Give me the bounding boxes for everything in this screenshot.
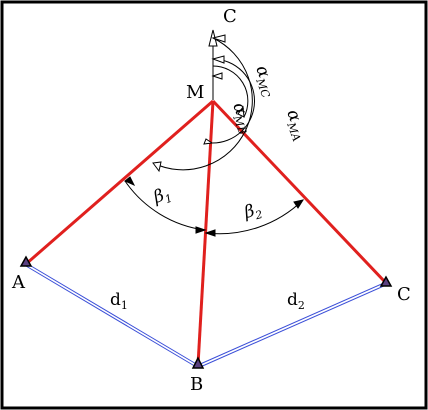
arc-alpha-mc-arrow-icon — [237, 105, 245, 118]
angle-beta2-label: β2 — [241, 199, 264, 225]
arc-alpha-ma-arrow-icon — [152, 161, 162, 173]
base-line-bc — [197, 281, 387, 369]
point-a-label: A — [11, 272, 26, 293]
arc-alpha-mb — [211, 58, 255, 144]
arc-alpha-mc — [212, 65, 249, 118]
arc-start-arrow-2-icon — [211, 55, 225, 64]
distance-d1-label: d1 — [110, 290, 128, 312]
arc-beta2-end-arrow-icon — [293, 199, 305, 209]
arc-alpha-ma — [152, 37, 253, 171]
angle-beta1-label: β1 — [150, 183, 174, 210]
station-label: M — [186, 82, 204, 103]
point-c-marker-icon — [379, 275, 393, 287]
distance-d2-label: d2 — [287, 290, 305, 312]
arc-beta1 — [124, 180, 206, 231]
arc-beta2-start-arrow-icon — [204, 229, 216, 237]
point-c-label: C — [397, 284, 411, 305]
sight-line-ma — [25, 99, 214, 266]
point-b-label: B — [190, 374, 203, 395]
azimuth-alpha-mb-label: αMB — [226, 100, 257, 137]
point-a-marker-icon — [19, 255, 33, 267]
arc-beta2 — [205, 199, 304, 235]
arc-alpha-mb-arrow-icon — [203, 138, 214, 145]
azimuth-alpha-ma-label: αMA — [280, 107, 311, 143]
arc-start-arrow-1-icon — [211, 34, 226, 43]
arc-beta1-start-arrow-icon — [124, 176, 136, 187]
arc-start-arrow-3-icon — [211, 72, 223, 80]
point-b-marker-icon — [191, 356, 205, 369]
arc-beta1-end-arrow-icon — [195, 226, 207, 234]
north-label: C — [223, 6, 237, 27]
base-line-ab — [25, 262, 199, 369]
